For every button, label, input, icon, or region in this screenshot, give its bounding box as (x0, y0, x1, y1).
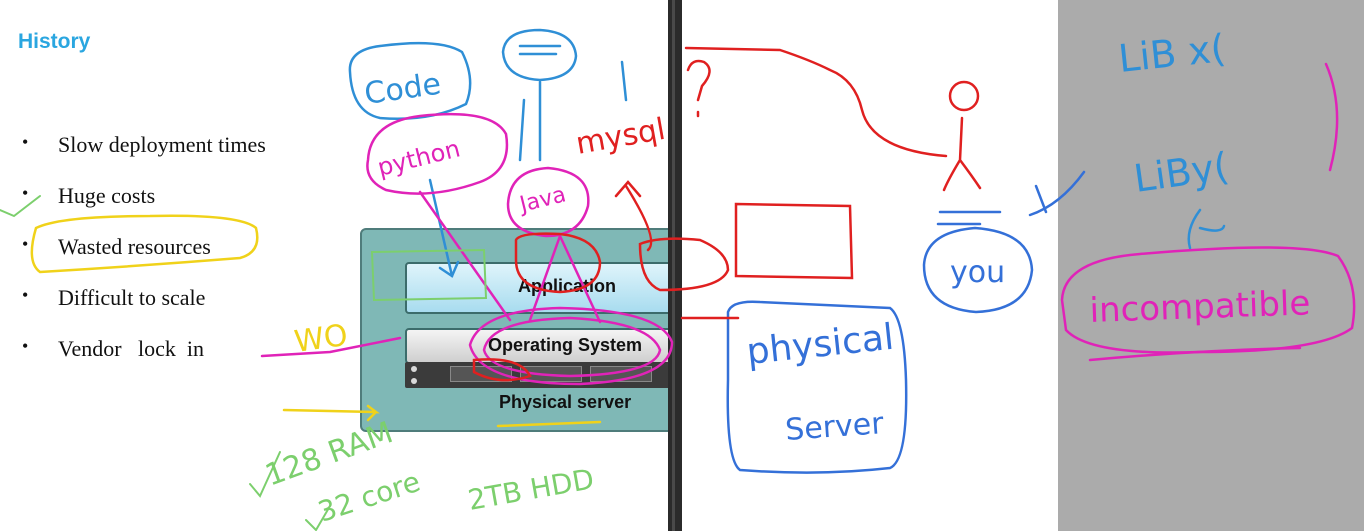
rack-bay (590, 366, 652, 382)
rack-bay (450, 366, 512, 382)
bullet-marker: • (22, 285, 29, 305)
bullet-text: Vendor lock in (58, 336, 205, 361)
application-label: Application (518, 276, 616, 296)
server-rack (405, 362, 668, 388)
bullet-text: Huge costs (58, 183, 156, 208)
bullet-marker: • (22, 234, 29, 254)
physical-server-label: Physical server (499, 392, 632, 412)
slide-panel: History • Slow deployment times • Huge cos… (0, 0, 668, 531)
whiteboard-panel (682, 0, 1058, 531)
panel-divider[interactable] (668, 0, 682, 531)
rack-hole (411, 378, 417, 384)
rack-hole (411, 366, 417, 372)
bullet-text: Slow deployment times (58, 132, 266, 157)
gray-panel (1058, 0, 1364, 531)
bullet-text: Wasted resources (58, 234, 211, 259)
bullet-marker: • (22, 183, 29, 203)
rack-bay (520, 366, 582, 382)
os-label: Operating System (488, 335, 643, 355)
slide-title: History (18, 30, 91, 53)
bullet-marker: • (22, 336, 29, 356)
bullet-text: Difficult to scale (58, 285, 206, 310)
bullet-marker: • (22, 132, 29, 152)
